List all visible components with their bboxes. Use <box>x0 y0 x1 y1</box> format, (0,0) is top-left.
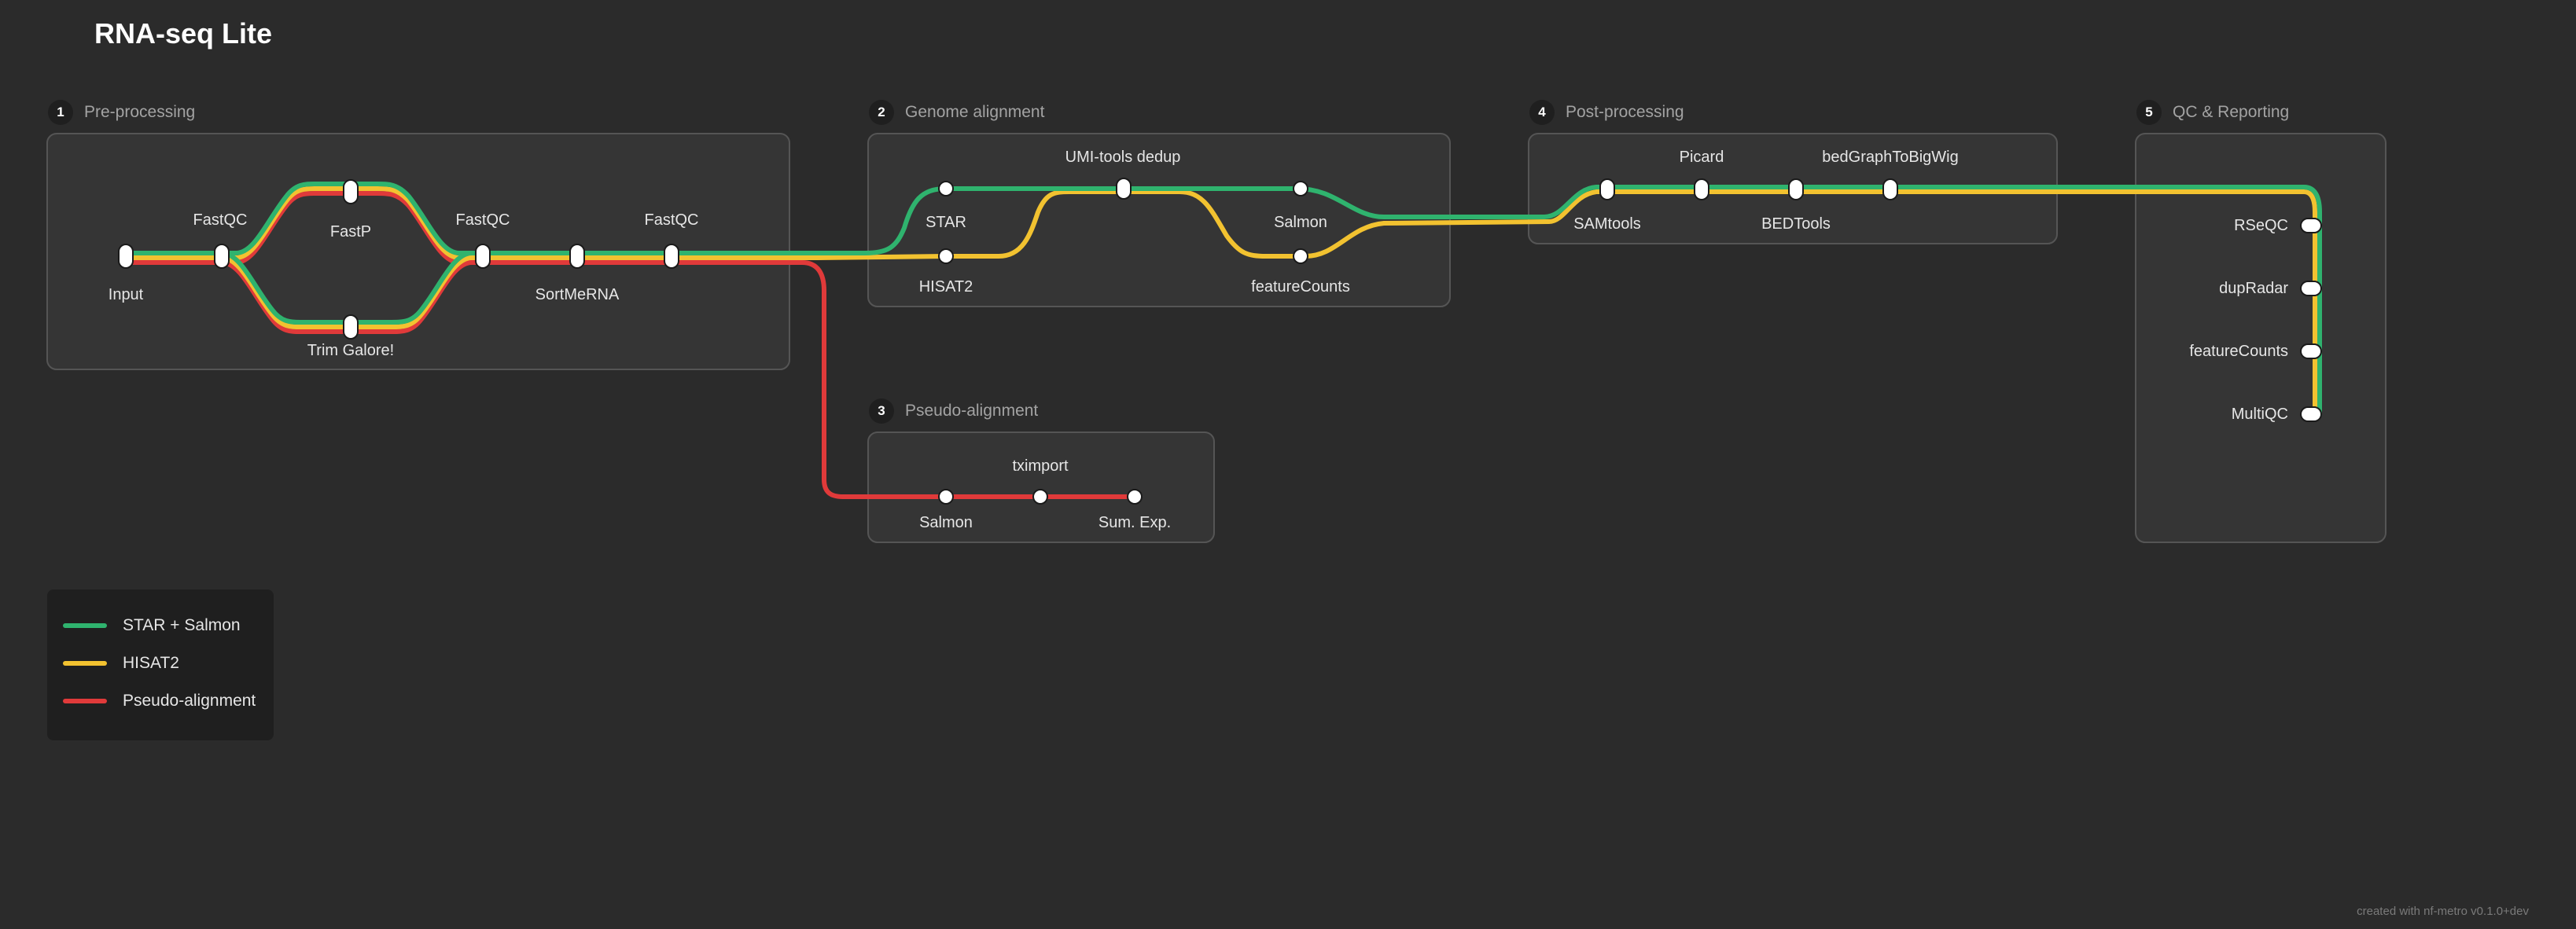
footer-credit: created with nf-metro v0.1.0+dev <box>2357 905 2529 918</box>
station-salmon-align <box>1293 181 1308 196</box>
section-number: 4 <box>1529 100 1555 125</box>
label-dupradar: dupRadar <box>2219 280 2288 297</box>
section-box-qc-reporting <box>2135 133 2386 543</box>
section-header-post-processing: 4 Post-processing <box>1529 100 1684 125</box>
station-bedtools <box>1788 178 1804 200</box>
label-fastqc-1: FastQC <box>193 211 248 229</box>
legend-label: Pseudo-alignment <box>123 692 256 710</box>
label-sumexp: Sum. Exp. <box>1098 514 1172 531</box>
label-sortmerna: SortMeRNA <box>535 286 620 303</box>
label-fastqc-2: FastQC <box>455 211 510 229</box>
station-umitools <box>1116 178 1132 200</box>
label-salmon-align: Salmon <box>1274 214 1327 231</box>
section-number: 2 <box>869 100 894 125</box>
section-label: QC & Reporting <box>2173 103 2290 121</box>
section-number: 3 <box>869 398 894 424</box>
legend-item-hisat2: HISAT2 <box>63 654 179 673</box>
label-picard: Picard <box>1679 149 1724 166</box>
page-title: RNA-seq Lite <box>94 17 273 50</box>
label-hisat2: HISAT2 <box>918 278 973 296</box>
label-salmon-pseudo: Salmon <box>919 514 973 531</box>
label-fastp: FastP <box>329 223 372 241</box>
label-umitools: UMI-tools dedup <box>1065 149 1181 166</box>
label-multiqc: MultiQC <box>2231 406 2288 423</box>
station-samtools <box>1599 178 1615 200</box>
legend-swatch <box>63 699 107 703</box>
label-featurecounts-align: featureCounts <box>1251 278 1350 296</box>
station-rseqc <box>2300 218 2322 233</box>
section-header-pseudo-alignment: 3 Pseudo-alignment <box>869 398 1038 424</box>
label-samtools: SAMtools <box>1573 215 1641 233</box>
station-sortmerna <box>569 244 585 269</box>
section-number: 5 <box>2136 100 2162 125</box>
section-header-qc-reporting: 5 QC & Reporting <box>2136 100 2289 125</box>
station-tximport <box>1032 489 1048 505</box>
label-star: STAR <box>926 214 966 231</box>
legend-item-star-salmon: STAR + Salmon <box>63 616 241 635</box>
legend-swatch <box>63 661 107 666</box>
section-label: Pre-processing <box>84 103 196 121</box>
station-trimgalore <box>343 314 359 340</box>
section-box-genome-alignment <box>867 133 1451 307</box>
station-bedgraph <box>1882 178 1898 200</box>
legend-label: HISAT2 <box>123 654 179 672</box>
section-box-pseudo-alignment <box>867 431 1215 543</box>
station-star <box>938 181 954 196</box>
station-dupradar <box>2300 281 2322 296</box>
label-rseqc: RSeQC <box>2234 217 2288 234</box>
station-fastqc-2 <box>475 244 491 269</box>
station-sumexp <box>1127 489 1143 505</box>
label-featurecounts-qc: featureCounts <box>2189 343 2288 360</box>
label-bedtools: BEDTools <box>1761 215 1831 233</box>
label-input: Input <box>108 286 144 303</box>
legend-item-pseudo-alignment: Pseudo-alignment <box>63 692 256 711</box>
station-featurecounts-align <box>1293 248 1308 264</box>
stations <box>118 178 2322 505</box>
section-label: Post-processing <box>1566 103 1684 121</box>
station-fastqc-3 <box>664 244 679 269</box>
station-fastp <box>343 179 359 204</box>
section-label: Pseudo-alignment <box>905 402 1039 420</box>
legend-label: STAR + Salmon <box>123 616 241 634</box>
station-fastqc-1 <box>214 244 230 269</box>
station-featurecounts-qc <box>2300 343 2322 359</box>
legend: STAR + Salmon HISAT2 Pseudo-alignment <box>47 589 274 740</box>
section-label: Genome alignment <box>905 103 1045 121</box>
label-trimgalore: Trim Galore! <box>307 342 395 359</box>
label-tximport: tximport <box>1012 457 1069 475</box>
section-number: 1 <box>48 100 73 125</box>
station-salmon-pseudo <box>938 489 954 505</box>
station-input <box>118 244 134 269</box>
section-header-preprocessing: 1 Pre-processing <box>48 100 195 125</box>
station-picard <box>1694 178 1709 200</box>
label-bedgraph: bedGraphToBigWig <box>1822 149 1959 166</box>
legend-swatch <box>63 623 107 628</box>
station-multiqc <box>2300 406 2322 422</box>
station-hisat2 <box>938 248 954 264</box>
label-fastqc-3: FastQC <box>644 211 699 229</box>
section-header-genome-alignment: 2 Genome alignment <box>869 100 1044 125</box>
